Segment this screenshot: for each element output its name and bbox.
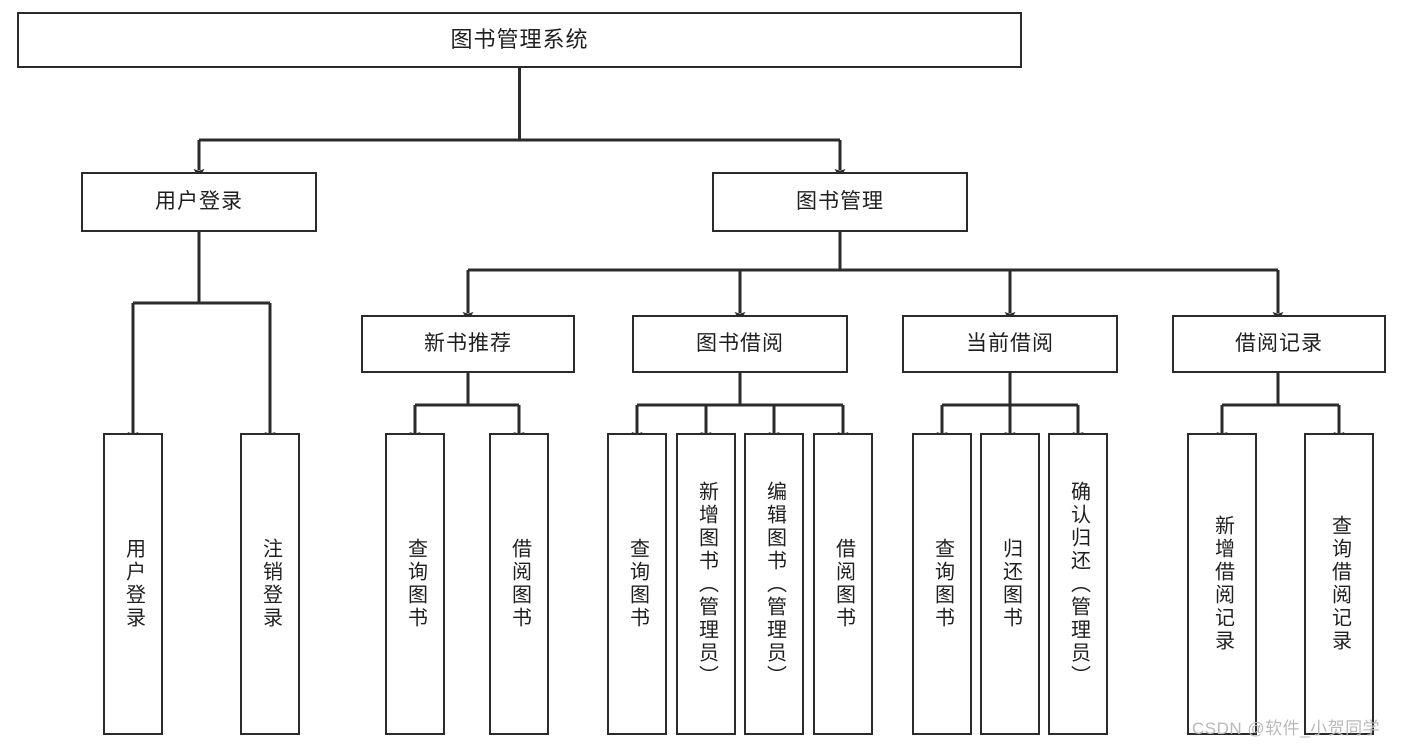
leaf-user-logout[interactable]: 注销登录 xyxy=(240,433,300,735)
leaf-edit-book[interactable]: 编辑图书（管理员） xyxy=(744,433,804,735)
leaf-user-login[interactable]: 用户登录 xyxy=(103,433,163,735)
node-label: 归还图书 xyxy=(999,538,1022,630)
node-label: 借阅图书 xyxy=(832,538,855,630)
node-book-borrow[interactable]: 图书借阅 xyxy=(632,315,848,373)
leaf-borrow-book[interactable]: 借阅图书 xyxy=(813,433,873,735)
node-label: 查询借阅记录 xyxy=(1328,515,1351,653)
node-label: 借阅图书 xyxy=(508,538,531,630)
leaf-add-book[interactable]: 新增图书（管理员） xyxy=(676,433,736,735)
node-label: 查询图书 xyxy=(626,538,649,630)
leaf-borrow-book-recommend[interactable]: 借阅图书 xyxy=(489,433,549,735)
node-label: 用户登录 xyxy=(155,190,243,214)
node-label: 新增图书（管理员） xyxy=(695,480,718,688)
node-current-borrow[interactable]: 当前借阅 xyxy=(902,315,1118,373)
csdn-watermark: CSDN @软件_小贺同学 xyxy=(1192,714,1380,739)
leaf-add-borrow-record[interactable]: 新增借阅记录 xyxy=(1187,433,1257,735)
node-book-manage[interactable]: 图书管理 xyxy=(712,172,968,232)
node-label: 注销登录 xyxy=(259,538,282,630)
node-label: 借阅记录 xyxy=(1235,332,1323,356)
node-new-book-recommend[interactable]: 新书推荐 xyxy=(361,315,575,373)
node-label: 当前借阅 xyxy=(966,332,1054,356)
watermark-text: CSDN @软件_小贺同学 xyxy=(1192,719,1381,738)
node-label: 查询图书 xyxy=(404,538,427,630)
node-label: 图书借阅 xyxy=(696,332,784,356)
node-label: 新增借阅记录 xyxy=(1211,515,1234,653)
node-label: 编辑图书（管理员） xyxy=(763,480,786,688)
node-label: 用户登录 xyxy=(122,538,145,630)
leaf-confirm-return[interactable]: 确认归还（管理员） xyxy=(1048,433,1108,735)
node-root-system[interactable]: 图书管理系统 xyxy=(17,12,1022,68)
node-label: 图书管理 xyxy=(796,190,884,214)
node-label: 新书推荐 xyxy=(424,332,512,356)
node-label: 确认归还（管理员） xyxy=(1067,480,1090,688)
leaf-query-book-current[interactable]: 查询图书 xyxy=(912,433,972,735)
node-user-login[interactable]: 用户登录 xyxy=(81,172,317,232)
leaf-query-book-recommend[interactable]: 查询图书 xyxy=(385,433,445,735)
node-label: 查询图书 xyxy=(931,538,954,630)
leaf-query-borrow-record[interactable]: 查询借阅记录 xyxy=(1304,433,1374,735)
leaf-query-book-borrow[interactable]: 查询图书 xyxy=(607,433,667,735)
node-label: 图书管理系统 xyxy=(450,26,589,52)
node-borrow-record[interactable]: 借阅记录 xyxy=(1172,315,1386,373)
leaf-return-book[interactable]: 归还图书 xyxy=(980,433,1040,735)
